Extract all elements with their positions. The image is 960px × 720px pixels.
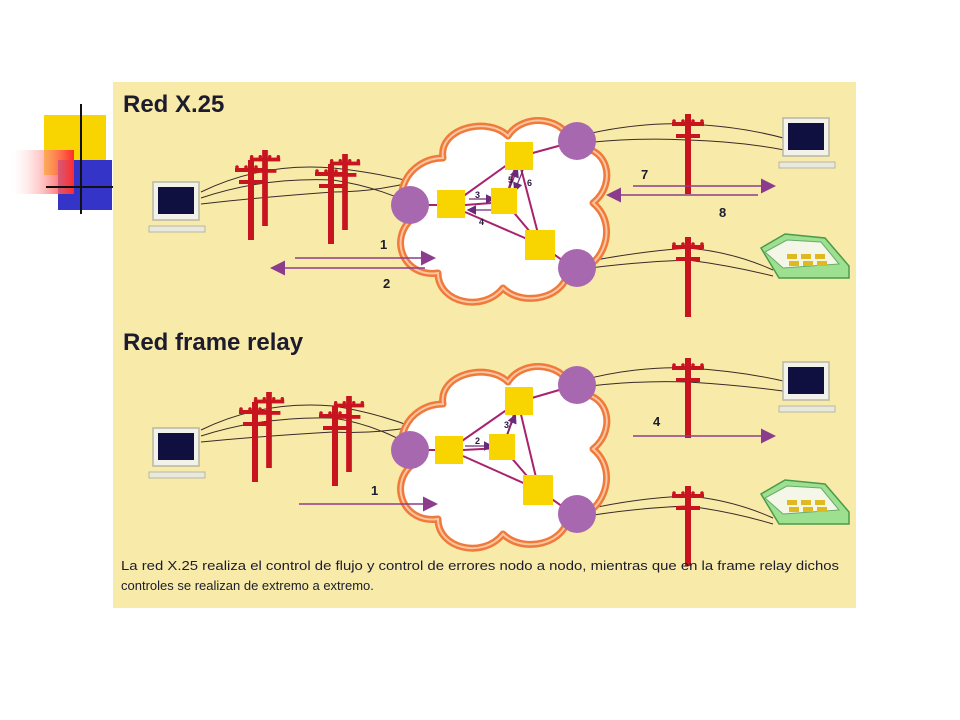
- x25-access-node-bottom-right: [558, 249, 596, 287]
- frame-relay-access-node-left: [391, 431, 429, 469]
- x25-label-1: 1: [380, 237, 387, 252]
- x25-label-6: 6: [527, 178, 532, 188]
- caption-line-2: controles se realizan de extremo a extre…: [121, 578, 374, 593]
- x25-label-4: 4: [479, 217, 484, 227]
- frame-relay-label-3: 3: [504, 420, 509, 430]
- x25-access-node-top-right: [558, 122, 596, 160]
- x25-switch-node: [525, 230, 555, 260]
- frame-relay-title: Red frame relay: [123, 329, 304, 356]
- frame-relay-hop-arrows: [465, 413, 517, 451]
- x25-section: Red X.25: [123, 91, 850, 317]
- x25-access-node-left: [391, 186, 429, 224]
- x25-hop-arrows: [466, 167, 524, 215]
- x25-label-8: 8: [719, 205, 726, 220]
- caption-line-1: La red X.25 realiza el control de flujo …: [121, 558, 840, 573]
- frame-relay-switch-node: [505, 387, 533, 415]
- frame-relay-label-4: 4: [653, 414, 661, 429]
- x25-switch-node: [505, 142, 533, 170]
- frame-relay-switch-node: [523, 475, 553, 505]
- x25-label-3: 3: [475, 190, 480, 200]
- frame-relay-switch-node: [489, 434, 515, 460]
- x25-title: Red X.25: [123, 91, 224, 118]
- frame-relay-access-node-bottom-right: [558, 495, 596, 533]
- x25-label-7: 7: [641, 167, 648, 182]
- x25-label-5: 5: [508, 175, 513, 185]
- frame-relay-switch-node: [435, 436, 463, 464]
- diagram-panel: Red X.25: [113, 82, 856, 608]
- frame-relay-label-1: 1: [371, 483, 378, 498]
- x25-switch-node: [437, 190, 465, 218]
- slide-decoration: [12, 104, 126, 214]
- x25-label-2: 2: [383, 276, 390, 291]
- frame-relay-access-node-top-right: [558, 366, 596, 404]
- frame-relay-label-2: 2: [475, 436, 480, 446]
- frame-relay-section: Red frame relay: [123, 329, 850, 566]
- x25-switch-node: [491, 188, 517, 214]
